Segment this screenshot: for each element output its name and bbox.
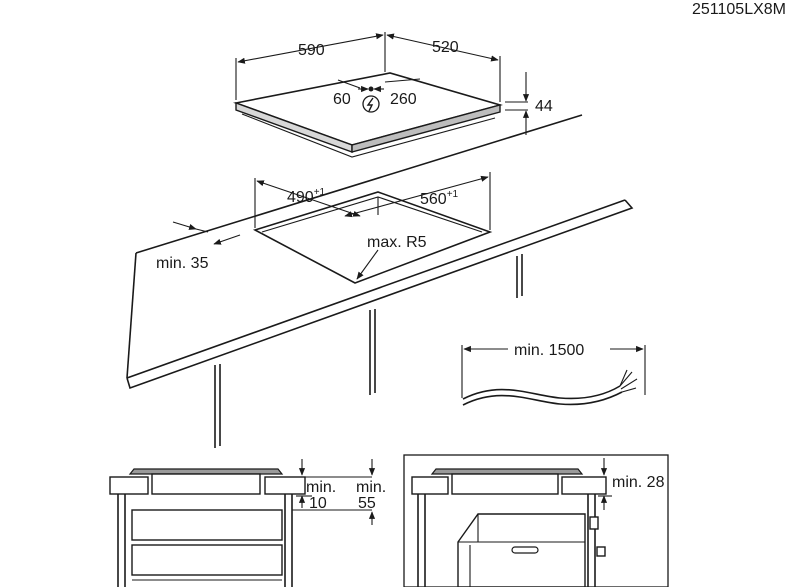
hob-body-left <box>151 473 261 495</box>
section-view-right <box>403 454 669 587</box>
clearance-b-label-line1: min. <box>356 479 386 496</box>
section-view-left <box>109 459 376 587</box>
cutout-dimensions <box>172 172 491 280</box>
hob-thickness-label: 44 <box>535 98 553 115</box>
clearance-oven-label: min. 28 <box>612 474 665 491</box>
cutout-width-label: 490+1 <box>287 187 326 206</box>
section-frame <box>403 454 669 587</box>
cable-length-label: min. 1500 <box>514 342 584 359</box>
hob-top-view <box>233 72 503 158</box>
hob-width-label: 590 <box>298 42 325 59</box>
hob-front-edge <box>235 102 353 153</box>
electrical-hazard-icon <box>362 95 380 113</box>
hob-depth-label: 520 <box>432 39 459 56</box>
clearance-a-label-line2: 10 <box>309 495 327 512</box>
hob-side-edge <box>351 104 501 153</box>
hob-dimensions <box>235 32 530 135</box>
worktop-right-section <box>264 476 306 495</box>
cable-entry-point <box>368 86 374 92</box>
cable-right-offset-label: 260 <box>390 91 417 108</box>
oven-handle <box>511 546 539 554</box>
clearance-a-label-line1: min. <box>306 479 336 496</box>
power-cable <box>461 345 646 406</box>
cable-left-offset-label: 60 <box>333 91 351 108</box>
cutout-depth-label: 560+1 <box>420 189 459 208</box>
corner-radius-label: max. R5 <box>367 234 427 251</box>
front-gap-label: min. 35 <box>156 255 209 272</box>
document-code: 251105LX8M <box>692 1 786 18</box>
worktop-left-section <box>109 476 149 495</box>
clearance-b-label-line2: 55 <box>358 495 376 512</box>
